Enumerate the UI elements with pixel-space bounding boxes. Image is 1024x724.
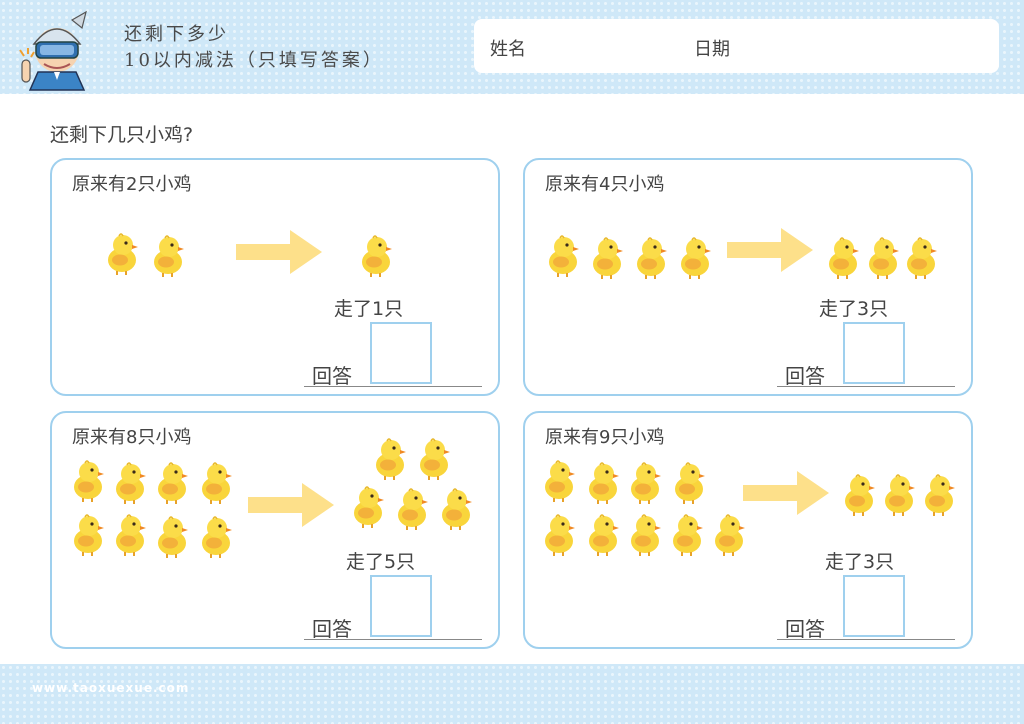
chick-icon — [625, 511, 665, 557]
chick-icon — [68, 457, 108, 503]
card-title: 原来有4只小鸡 — [545, 174, 665, 195]
right-arrow-icon — [743, 471, 829, 515]
chick-icon — [110, 459, 150, 505]
worksheet-title: 还剩下多少 10以内减法（只填写答案） — [124, 22, 384, 74]
chick-icon — [625, 459, 665, 505]
problem-card-3: 原来有8只小鸡 走了5只 回答 — [50, 411, 500, 649]
left-count-label: 走了3只 — [819, 298, 889, 320]
card-title: 原来有2只小鸡 — [72, 174, 192, 195]
right-arrow-icon — [727, 228, 813, 272]
problem-card-1: 原来有2只小鸡 走了1只 回答 — [50, 158, 500, 396]
chick-icon — [583, 511, 623, 557]
card-title: 原来有8只小鸡 — [72, 427, 192, 448]
left-count-label: 走了3只 — [825, 551, 895, 573]
footer-band — [0, 664, 1024, 724]
chick-icon — [356, 232, 396, 278]
card-title: 原来有9只小鸡 — [545, 427, 665, 448]
chick-icon — [543, 232, 583, 278]
right-arrow-icon — [248, 483, 334, 527]
chick-icon — [152, 513, 192, 559]
vr-headset-kid-icon — [19, 10, 87, 91]
chick-icon — [675, 234, 715, 280]
answer-label: 回答 — [312, 617, 352, 641]
chick-icon — [587, 234, 627, 280]
chick-icon — [539, 457, 579, 503]
answer-underline — [777, 386, 955, 387]
right-arrow-icon — [236, 230, 322, 274]
chick-icon — [348, 483, 388, 529]
chick-icon — [863, 234, 903, 280]
problem-card-2: 原来有4只小鸡 走了3只 回答 — [523, 158, 973, 396]
chick-icon — [901, 234, 941, 280]
problem-card-4: 原来有9只小鸡 走了3只 回答 — [523, 411, 973, 649]
chick-icon — [669, 459, 709, 505]
site-url: www.taoxuexue.com — [32, 681, 190, 695]
chick-icon — [919, 471, 959, 517]
answer-label: 回答 — [785, 364, 825, 388]
chick-icon — [709, 511, 749, 557]
chick-icon — [539, 511, 579, 557]
worksheet-title-line1: 还剩下多少 — [124, 24, 229, 45]
worksheet-title-line2: 10以内减法（只填写答案） — [124, 50, 384, 71]
chick-icon — [196, 513, 236, 559]
chick-icon — [823, 234, 863, 280]
chick-icon — [414, 435, 454, 481]
name-label: 姓名 — [490, 39, 526, 60]
answer-box[interactable] — [370, 322, 432, 384]
left-count-label: 走了1只 — [334, 298, 404, 320]
date-label: 日期 — [694, 39, 730, 60]
answer-label: 回答 — [785, 617, 825, 641]
chick-icon — [68, 511, 108, 557]
chick-icon — [196, 459, 236, 505]
chick-icon — [370, 435, 410, 481]
chick-icon — [102, 230, 142, 276]
answer-box[interactable] — [843, 322, 905, 384]
chick-icon — [839, 471, 879, 517]
answer-underline — [304, 639, 482, 640]
chick-icon — [436, 485, 476, 531]
chick-icon — [667, 511, 707, 557]
chick-icon — [148, 232, 188, 278]
answer-box[interactable] — [370, 575, 432, 637]
name-date-box[interactable]: 姓名 日期 — [474, 19, 999, 73]
chick-icon — [152, 459, 192, 505]
answer-box[interactable] — [843, 575, 905, 637]
answer-underline — [304, 386, 482, 387]
chick-icon — [110, 511, 150, 557]
question-title: 还剩下几只小鸡? — [50, 124, 194, 146]
chick-icon — [392, 485, 432, 531]
chick-icon — [879, 471, 919, 517]
answer-label: 回答 — [312, 364, 352, 388]
chick-icon — [583, 459, 623, 505]
chick-icon — [631, 234, 671, 280]
answer-underline — [777, 639, 955, 640]
left-count-label: 走了5只 — [346, 551, 416, 573]
